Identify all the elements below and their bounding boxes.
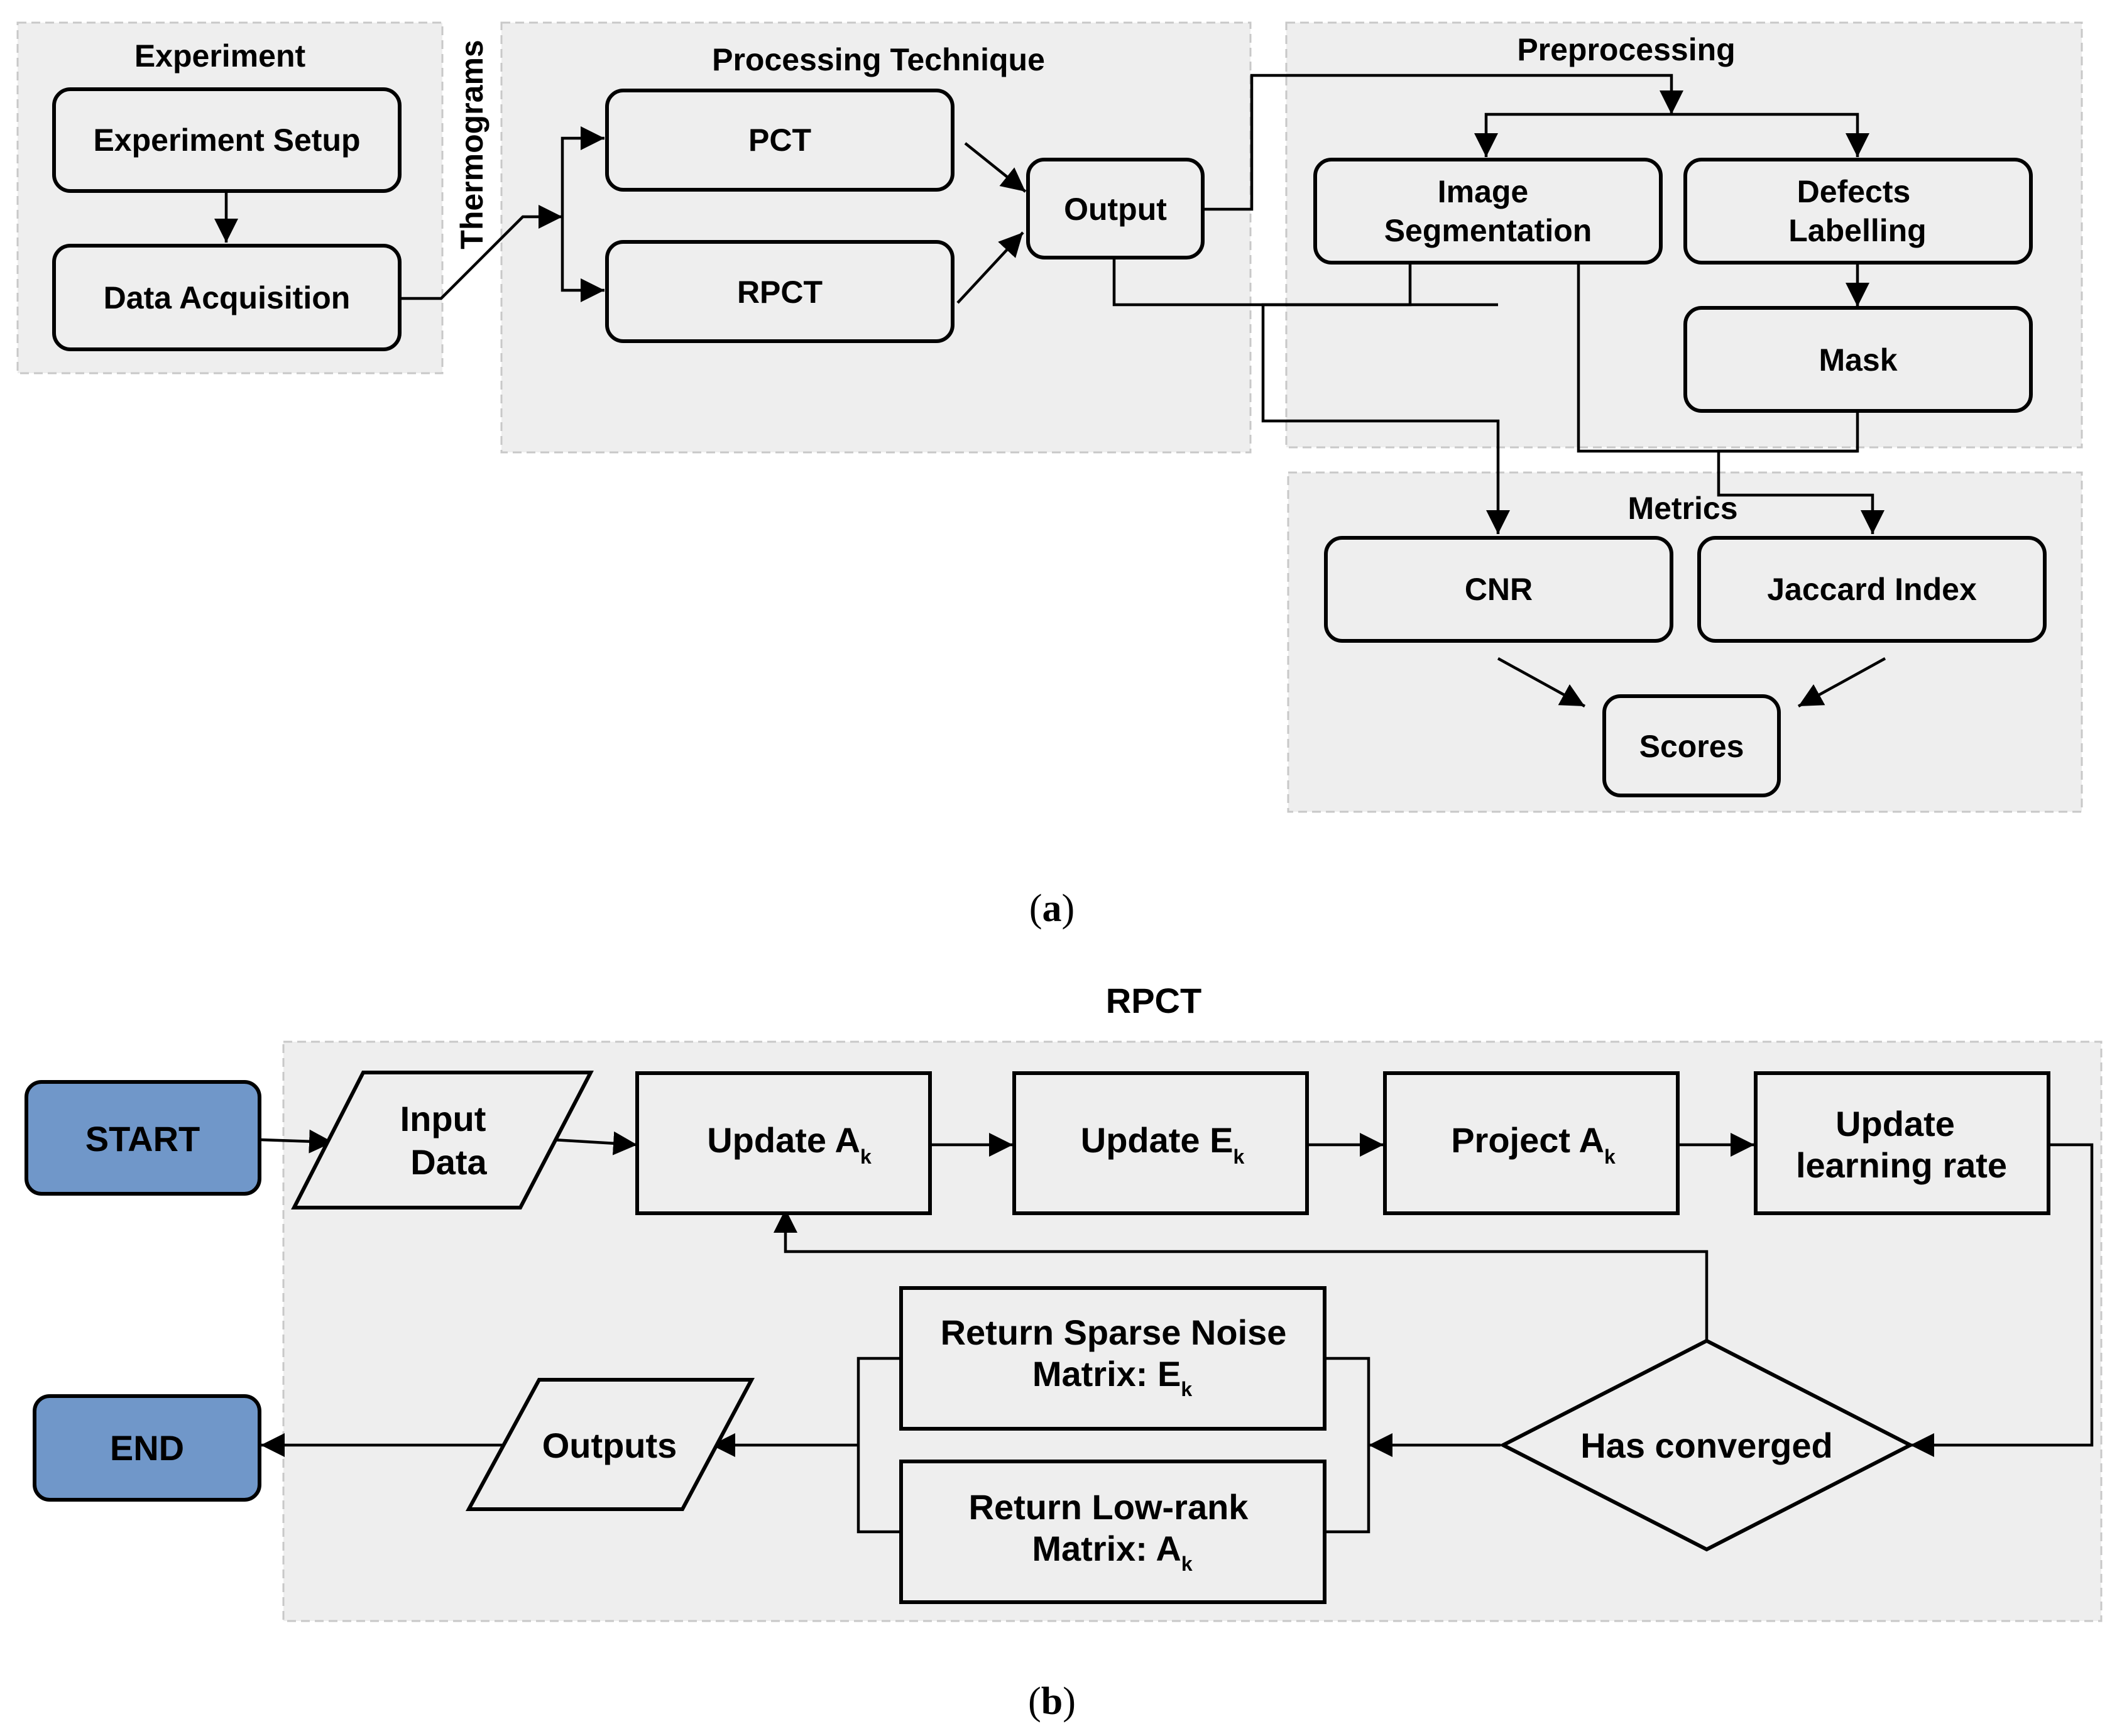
edge-start-to-input (260, 1129, 334, 1154)
caption-b: (b) (1028, 1680, 1076, 1723)
return-lowrank-label-2: Matrix: Ak (1032, 1529, 1193, 1575)
output-label: Output (1064, 192, 1167, 227)
cnr-node: CNR (1324, 536, 1673, 643)
output-node: Output (1026, 158, 1205, 259)
edge-output-to-preprocessing (1201, 74, 1683, 211)
outputs-node: Outputs (465, 1378, 755, 1511)
cnr-label: CNR (1465, 572, 1533, 607)
project-a-label: Project Ak (1451, 1120, 1616, 1168)
metrics-group-title: Metrics (1627, 491, 1737, 526)
scores-label: Scores (1639, 729, 1744, 764)
update-lr-label-2: learning rate (1796, 1145, 2007, 1185)
return-sparse-noise-node: Return Sparse Noise Matrix: Ek (899, 1286, 1327, 1431)
input-data-label-1: Input (400, 1099, 486, 1138)
jaccard-index-node: Jaccard Index (1697, 536, 2047, 643)
update-e-label: Update Ek (1081, 1120, 1245, 1168)
pct-node: PCT (605, 89, 955, 192)
update-lr-label-1: Update (1835, 1104, 1955, 1144)
panel-b: RPCT START END Input Data (25, 981, 2103, 1723)
experiment-setup-node: Experiment Setup (52, 87, 402, 193)
processing-technique-group-title: Processing Technique (712, 42, 1045, 77)
edge-update-lr-to-has-converged (1910, 1143, 2094, 1457)
input-data-node: Input Data (291, 1071, 594, 1209)
edge-has-converged-to-update-a (774, 1209, 1709, 1340)
return-sparse-label-2: Matrix: Ek (1032, 1354, 1193, 1400)
edge-mask-to-jaccard (1717, 411, 1885, 534)
rpct-node: RPCT (605, 240, 955, 343)
mask-node: Mask (1683, 306, 2033, 413)
has-converged-decision: Has converged (1499, 1338, 1915, 1552)
update-e-node: Update Ek (1012, 1071, 1309, 1215)
panel-a: Experiment Processing Technique Preproce… (16, 21, 2083, 930)
input-data-label-2: Data (410, 1142, 487, 1182)
bracket-right (1326, 1357, 1370, 1534)
data-acquisition-node: Data Acquisition (52, 244, 402, 351)
rpct-title: RPCT (1106, 981, 1201, 1020)
edge-cnr-to-scores (1497, 657, 1586, 707)
update-a-node: Update Ak (635, 1071, 932, 1215)
scores-node: Scores (1602, 694, 1781, 797)
experiment-setup-label: Experiment Setup (93, 123, 360, 158)
end-label: END (110, 1428, 184, 1468)
caption-a: (a) (1029, 887, 1075, 930)
has-converged-label: Has converged (1580, 1426, 1833, 1465)
jaccard-index-label: Jaccard Index (1767, 572, 1977, 607)
project-a-node: Project Ak (1383, 1071, 1680, 1215)
mask-label: Mask (1819, 342, 1897, 378)
update-a-label: Update Ak (707, 1120, 872, 1168)
edge-input-to-update-a (552, 1131, 638, 1155)
pct-label: PCT (748, 123, 811, 158)
edge-split-to-pct (561, 126, 604, 217)
edge-split-to-rpct (561, 217, 604, 302)
defects-labelling-label-1: Defects (1797, 174, 1911, 209)
rpct-label: RPCT (737, 275, 823, 310)
edge-jaccard-to-scores (1797, 657, 1886, 707)
data-acquisition-label: Data Acquisition (104, 280, 351, 315)
edge-acquisition-to-processing (400, 205, 562, 300)
end-terminal: END (33, 1394, 261, 1502)
preprocessing-group-title: Preprocessing (1517, 32, 1735, 67)
return-sparse-label-1: Return Sparse Noise (941, 1313, 1287, 1352)
outputs-label: Outputs (542, 1426, 677, 1465)
start-label: START (85, 1119, 200, 1159)
thermograms-label: Thermograms (454, 40, 490, 249)
return-lowrank-label-1: Return Low-rank (969, 1487, 1249, 1527)
image-segmentation-label-1: Image (1438, 174, 1529, 209)
experiment-group-title: Experiment (134, 38, 306, 74)
start-terminal: START (25, 1080, 261, 1196)
defects-labelling-label-2: Labelling (1788, 213, 1926, 248)
edge-preproc-split-to-labelling (1671, 112, 1869, 157)
image-segmentation-label-2: Segmentation (1384, 213, 1592, 248)
edge-preproc-split-to-segmentation (1474, 112, 1671, 157)
edge-pct-to-output (964, 142, 1027, 193)
defects-labelling-node: Defects Labelling (1683, 158, 2033, 265)
edge-segmentation-to-cnr (1261, 264, 1510, 534)
image-segmentation-node: Image Segmentation (1313, 158, 1663, 265)
edge-rpct-to-output (956, 231, 1024, 304)
update-learning-rate-node: Update learning rate (1754, 1071, 2050, 1215)
return-low-rank-node: Return Low-rank Matrix: Ak (899, 1460, 1327, 1604)
